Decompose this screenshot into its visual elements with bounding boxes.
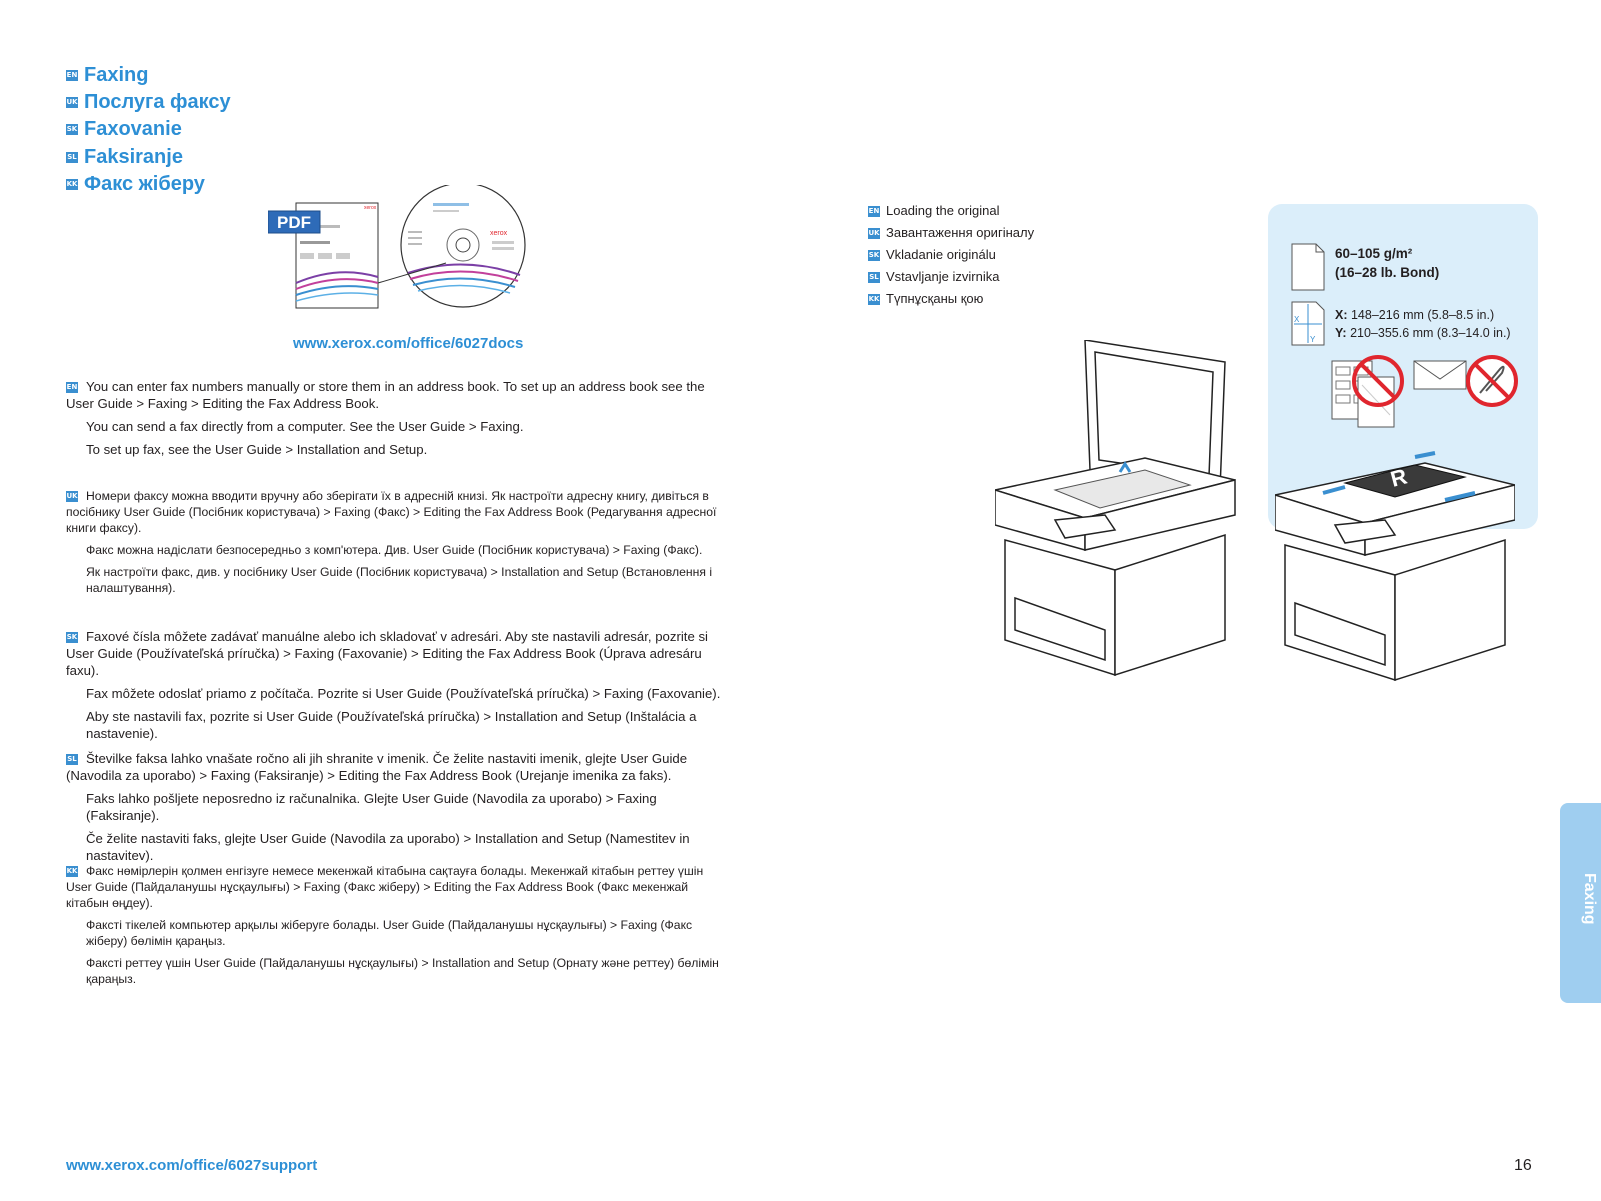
paper-dimensions: X: 148–216 mm (5.8–8.5 in.) Y: 210–355.6…: [1335, 306, 1511, 342]
caption-uk: UK Завантаження оригіналу: [868, 225, 1034, 240]
printer-flatbed-illustration: [995, 340, 1236, 677]
heading-text: Факс жіберу: [84, 173, 205, 195]
paper-weight: 60–105 g/m² (16–28 lb. Bond): [1335, 244, 1439, 282]
side-tab-label: Faxing: [1581, 873, 1598, 925]
paper-size-icon: X Y: [1291, 243, 1325, 346]
lang-badge: KK: [66, 179, 78, 191]
heading-en: EN Faxing: [66, 64, 148, 87]
prohibited-media-icons: [1331, 355, 1518, 428]
lang-badge: UK: [66, 97, 78, 109]
x-value: 148–216 mm (5.8–8.5 in.): [1350, 308, 1495, 322]
lang-badge: EN: [66, 70, 78, 82]
lang-badge: UK: [868, 228, 880, 240]
caption-kk: KK Түпнұсқаны қою: [868, 291, 983, 306]
paragraph: Faks lahko pošljete neposredno iz računa…: [86, 791, 657, 823]
paragraph: Факсті реттеу үшін User Guide (Пайдалану…: [86, 956, 719, 986]
heading-text: Faksiranje: [84, 146, 183, 168]
heading-text: Faxovanie: [84, 118, 182, 140]
envelope-icon: [1413, 360, 1467, 390]
paper-weight-lb: (16–28 lb. Bond): [1335, 265, 1440, 280]
lang-badge: EN: [868, 206, 880, 218]
paragraph: Факс нөмірлерін қолмен енгізуге немесе м…: [66, 864, 704, 910]
paragraph: You can enter fax numbers manually or st…: [66, 379, 705, 411]
heading-uk: UK Послуга факсу: [66, 91, 231, 114]
caption-text: Vkladanie originálu: [886, 247, 996, 262]
paragraph: Številke faksa lahko vnašate ročno ali j…: [66, 751, 688, 783]
no-labels-icon: [1352, 355, 1404, 407]
docs-link[interactable]: www.xerox.com/office/6027docs: [293, 335, 524, 352]
caption-en: EN Loading the original: [868, 203, 999, 218]
lang-badge: SL: [868, 272, 880, 284]
pdf-label: PDF: [277, 213, 311, 232]
labels-sheet-icon: [1331, 360, 1395, 428]
lang-badge: SL: [66, 152, 78, 164]
caption-sk: SK Vkladanie originálu: [868, 247, 996, 262]
pdf-document-icon: PDF xerox: [268, 202, 379, 309]
paper-weight-gsm: 60–105 g/m²: [1335, 246, 1413, 261]
paragraph: Aby ste nastavili fax, pozrite si User G…: [86, 709, 697, 741]
lang-badge: EN: [66, 382, 78, 394]
paragraph: Як настроїти факс, див. у посібнику User…: [86, 565, 713, 595]
heading-sk: SK Faxovanie: [66, 118, 182, 141]
svg-text:xerox: xerox: [490, 230, 508, 237]
caption-text: Loading the original: [886, 203, 1000, 218]
heading-kk: KK Факс жіберу: [66, 173, 205, 196]
docs-illustration: PDF xerox xerox: [268, 185, 526, 309]
paragraph: To set up fax, see the User Guide > Inst…: [86, 442, 428, 457]
caption-text: Түпнұсқаны қою: [886, 291, 984, 306]
y-label: Y:: [1335, 326, 1347, 340]
svg-text:X: X: [1294, 315, 1300, 324]
caption-sl: SL Vstavljanje izvirnika: [868, 269, 999, 284]
heading-text: Faxing: [84, 64, 149, 86]
paragraph: Fax môžete odoslať priamo z počítača. Po…: [86, 686, 721, 701]
printer-adf-illustration: R: [1275, 451, 1515, 682]
lang-badge: SK: [66, 632, 78, 644]
x-label: X:: [1335, 308, 1348, 322]
lang-badge: KK: [66, 866, 78, 878]
svg-text:Y: Y: [1310, 335, 1316, 344]
heading-sl: SL Faksiranje: [66, 146, 183, 169]
printer-body: [995, 340, 1236, 677]
paragraph: You can send a fax directly from a compu…: [86, 419, 524, 434]
paragraph: Номери факсу можна вводити вручну або зб…: [66, 489, 717, 535]
cd-disc-icon: xerox: [377, 185, 526, 308]
lang-badge: SK: [868, 250, 880, 262]
lang-badge: SL: [66, 754, 78, 766]
footer-support-link[interactable]: www.xerox.com/office/6027support: [66, 1157, 318, 1174]
paragraph: Če želite nastaviti faks, glejte User Gu…: [86, 831, 690, 863]
lang-badge: SK: [66, 124, 78, 136]
paragraph: Факсті тікелей компьютер арқылы жіберуге…: [86, 918, 693, 948]
y-value: 210–355.6 mm (8.3–14.0 in.): [1350, 326, 1511, 340]
lang-badge: KK: [868, 294, 880, 306]
caption-text: Vstavljanje izvirnika: [886, 269, 1000, 284]
caption-text: Завантаження оригіналу: [886, 225, 1035, 240]
section-side-tab: Faxing: [1560, 803, 1601, 1003]
paragraph: Faxové čísla môžete zadávať manuálne ale…: [66, 629, 708, 678]
heading-text: Послуга факсу: [84, 91, 231, 113]
lang-badge: UK: [66, 491, 78, 503]
page-number: 16: [1514, 1157, 1532, 1174]
svg-text:xerox: xerox: [364, 205, 377, 211]
svg-text:R: R: [1388, 464, 1410, 492]
no-paperclip-icon: [1466, 355, 1518, 407]
paragraph: Факс можна надіслати безпосередньо з ком…: [86, 543, 703, 557]
